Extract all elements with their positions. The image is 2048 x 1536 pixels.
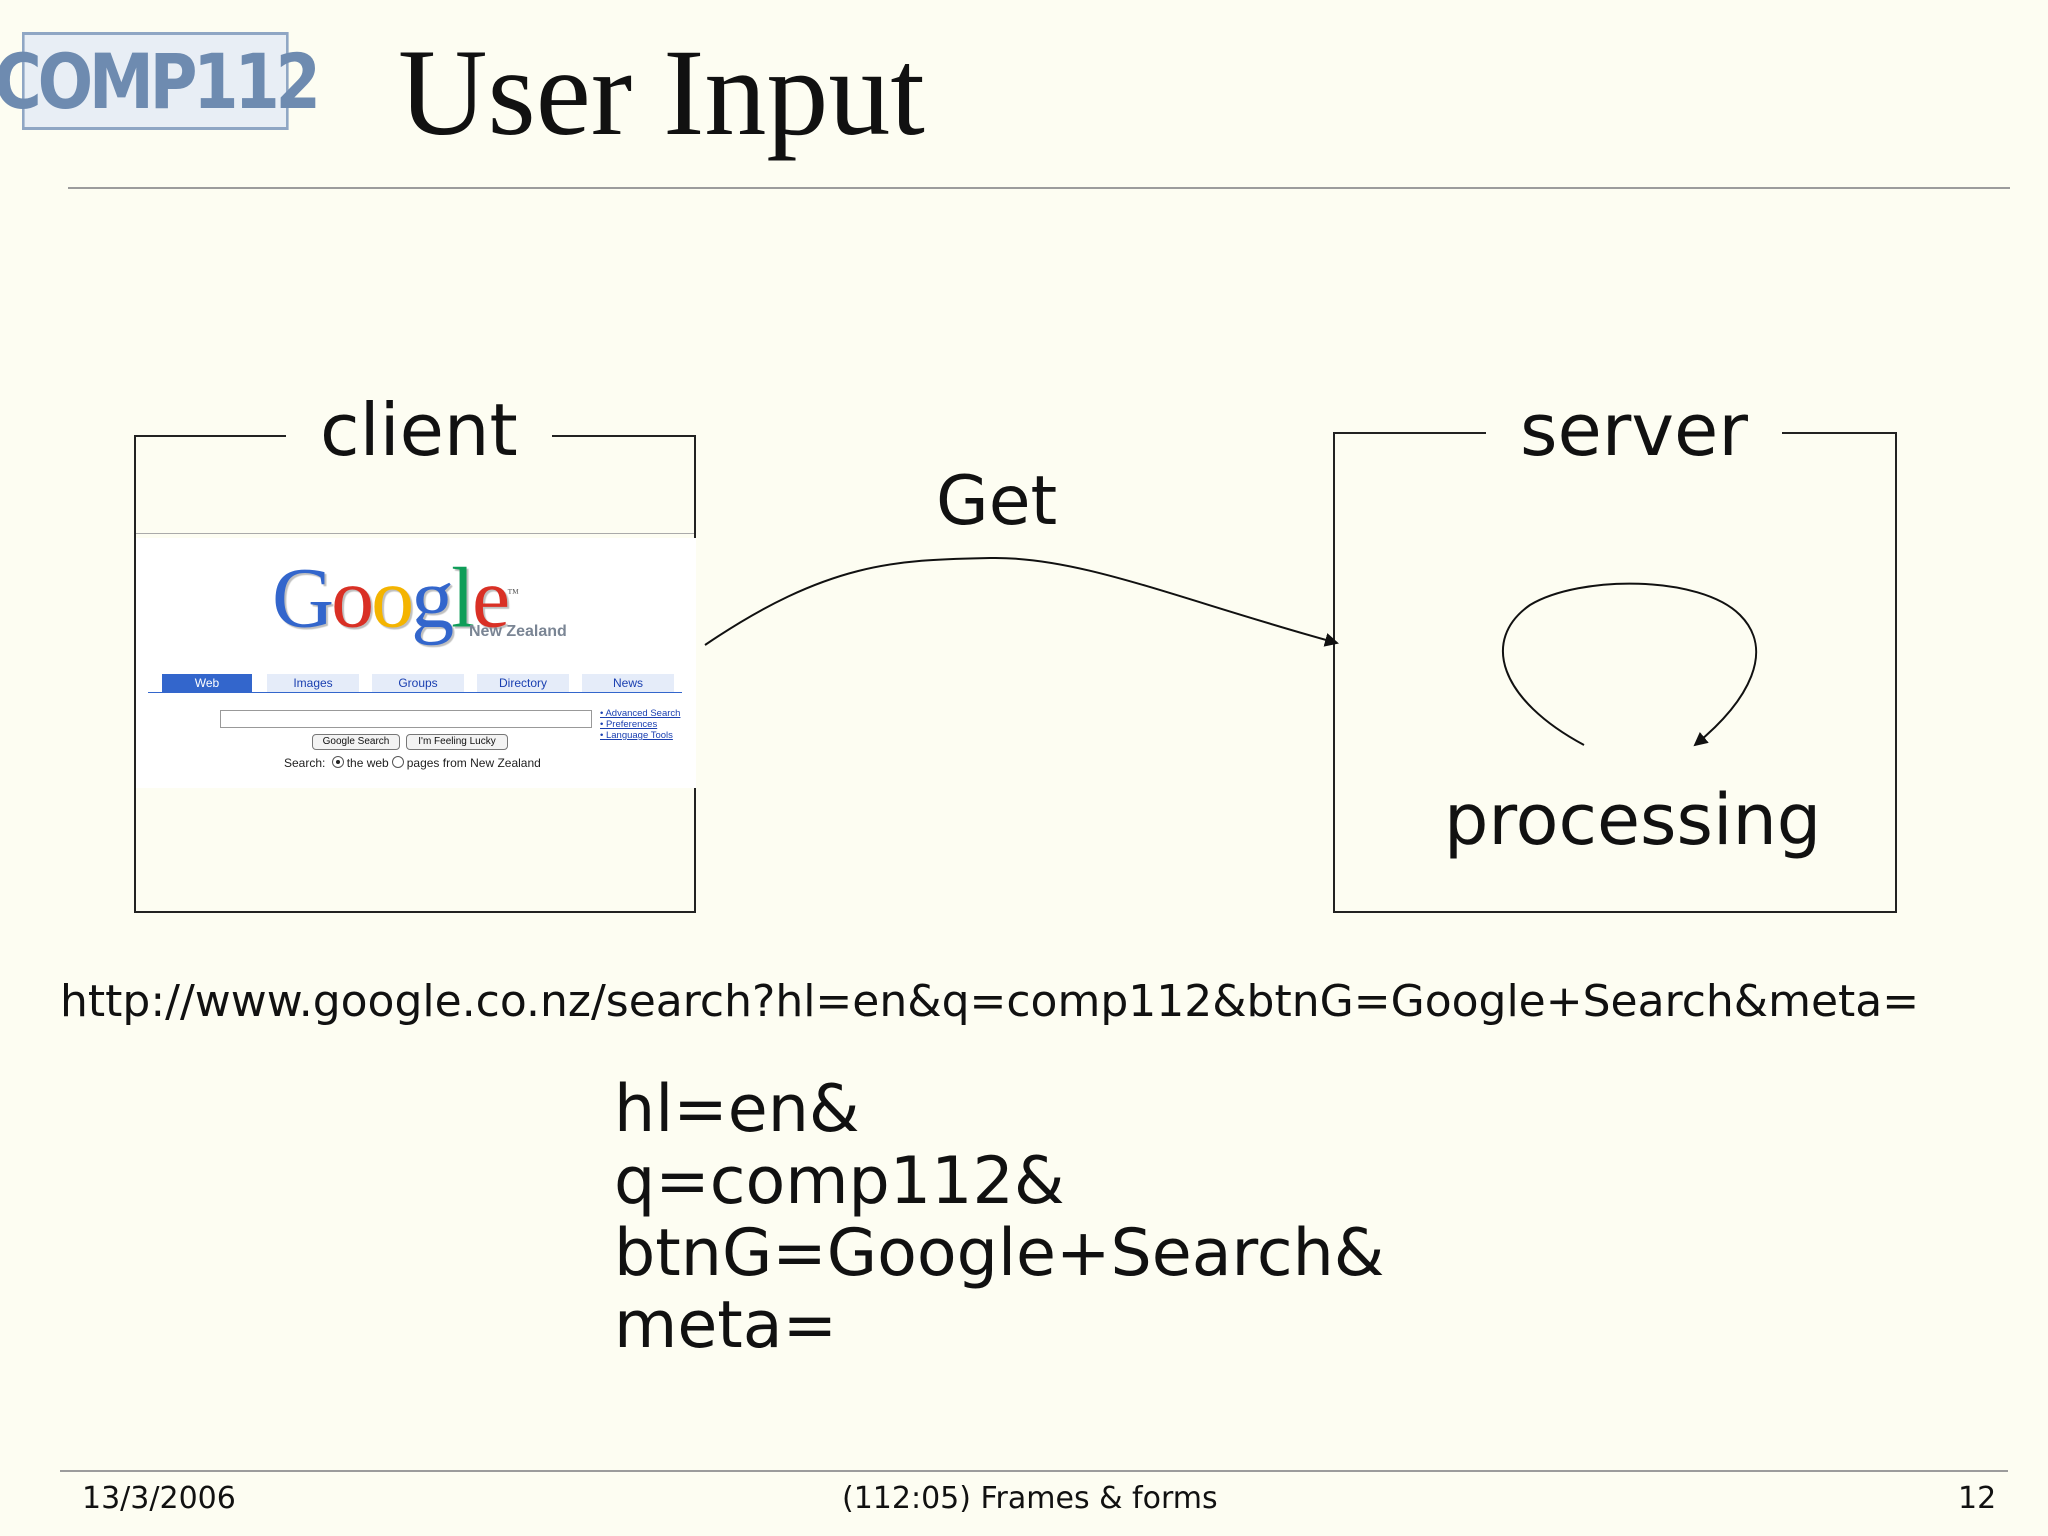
query-parameters: hl=en& q=comp112& btnG=Google+Search& me…: [614, 1074, 1384, 1362]
course-logo: COMP112: [0, 32, 321, 130]
footer-date: 13/3/2006: [82, 1481, 236, 1516]
search-scope-label: Search:: [284, 756, 326, 770]
google-logo-letter: l: [451, 549, 475, 646]
google-homepage-screenshot: Google™ New Zealand Web Images Groups Di…: [136, 538, 696, 788]
param-line: btnG=Google+Search&: [614, 1216, 1385, 1291]
google-search-button[interactable]: Google Search: [312, 734, 400, 750]
processing-loop-arrow: [1502, 582, 1758, 747]
request-url: http://www.google.co.nz/search?hl=en&q=c…: [60, 976, 1920, 1027]
client-label: client: [286, 390, 552, 470]
google-side-links: • Advanced Search • Preferences • Langua…: [600, 708, 680, 741]
google-subtitle: New Zealand: [469, 623, 567, 640]
google-logo: Google™: [272, 548, 519, 643]
preferences-link[interactable]: • Preferences: [600, 719, 658, 730]
google-tab-web[interactable]: Web: [162, 674, 252, 692]
radio-label: pages from New Zealand: [406, 756, 541, 770]
language-tools-link[interactable]: • Language Tools: [600, 730, 673, 741]
google-tab-images[interactable]: Images: [267, 674, 359, 692]
google-search-input[interactable]: [220, 710, 592, 728]
google-tab-underline: [148, 692, 682, 693]
search-scope-options: Search: the web pages from New Zealand: [284, 756, 541, 770]
google-tab-news[interactable]: News: [582, 674, 674, 692]
processing-label: processing: [1444, 779, 1822, 861]
google-tab-directory[interactable]: Directory: [477, 674, 569, 692]
get-request-label: Get: [936, 462, 1058, 541]
google-logo-letter: o: [371, 549, 414, 646]
google-tab-bar: Web Images Groups Directory News: [162, 674, 674, 692]
feeling-lucky-button[interactable]: I'm Feeling Lucky: [406, 734, 508, 750]
header-divider: [68, 187, 2010, 189]
slide-title: User Input: [398, 24, 925, 161]
param-line: hl=en&: [614, 1072, 860, 1147]
google-tab-groups[interactable]: Groups: [372, 674, 464, 692]
trademark-symbol: ™: [507, 586, 519, 600]
radio-pages-from-nz[interactable]: [391, 756, 404, 768]
advanced-search-link[interactable]: • Advanced Search: [600, 708, 681, 719]
google-logo-letter: G: [272, 549, 334, 646]
param-line: q=comp112&: [614, 1144, 1065, 1219]
radio-the-web[interactable]: [331, 756, 344, 768]
server-label: server: [1486, 390, 1782, 470]
browser-toolbar-divider: [136, 533, 694, 534]
footer-page-number: 12: [1958, 1481, 1997, 1516]
get-request-arrow: [704, 556, 1339, 647]
google-logo-letter: g: [411, 549, 454, 646]
param-line: meta=: [614, 1288, 838, 1363]
radio-label: the web: [346, 756, 389, 770]
google-logo-letter: e: [472, 549, 510, 646]
footer-course: (112:05) Frames & forms: [842, 1481, 1218, 1516]
google-logo-letter: o: [331, 549, 374, 646]
footer-divider: [60, 1470, 2008, 1472]
